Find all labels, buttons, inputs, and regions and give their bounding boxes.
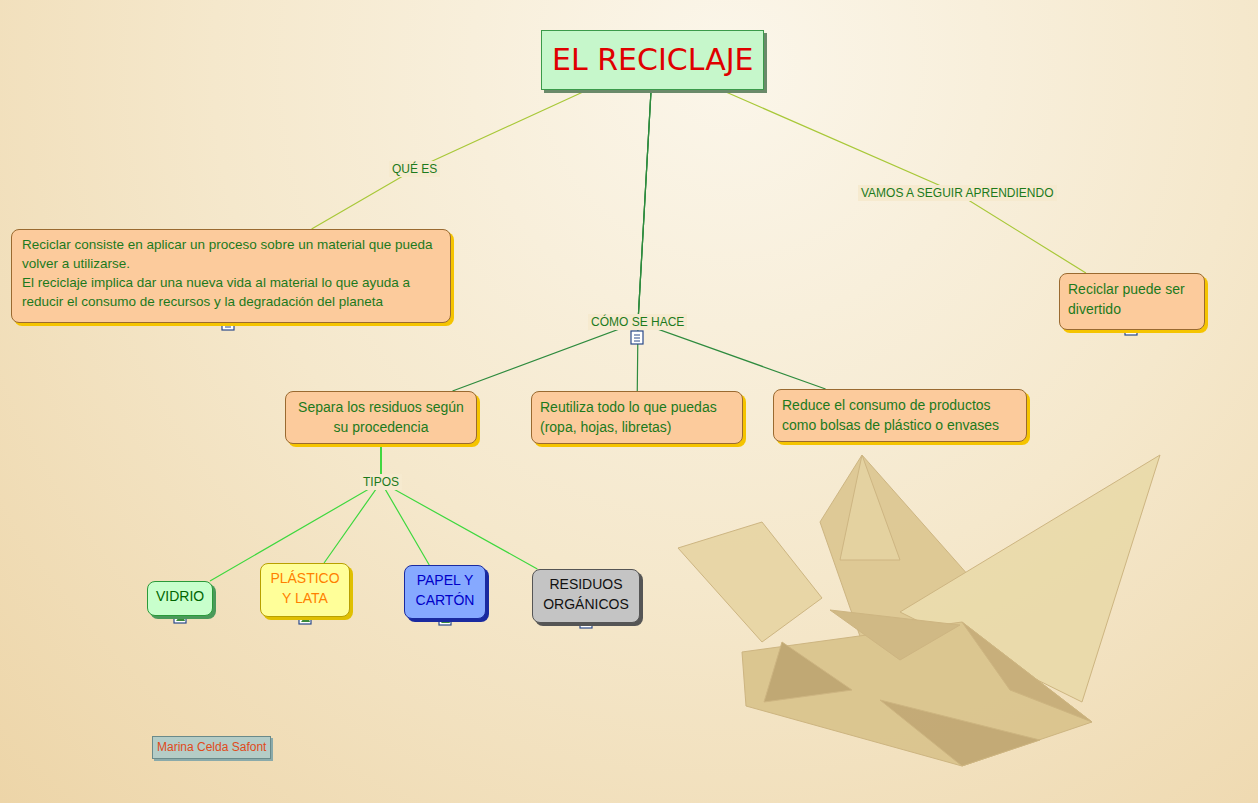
node-text: PLÁSTICO Y LATA — [267, 569, 343, 608]
connector — [210, 444, 381, 581]
node-text: Separa los residuos según su procedencia — [294, 398, 468, 437]
crane-neck — [678, 522, 822, 642]
connector — [452, 90, 651, 391]
type-box: PAPEL Y CARTÓN — [404, 565, 486, 619]
connector — [324, 444, 381, 563]
concept-box: Reciclar consiste en aplicar un proceso … — [11, 229, 451, 323]
concept-box: Reciclar puede ser divertido — [1059, 273, 1205, 330]
node-text: El reciclaje implica dar una nueva vida … — [22, 274, 440, 312]
node-text: EL RECICLAJE — [552, 39, 753, 81]
node-text: Reutiliza todo lo que puedas (ropa, hoja… — [540, 398, 734, 437]
type-box: PLÁSTICO Y LATA — [260, 563, 350, 617]
crane-fold — [830, 610, 960, 660]
crane-illustration — [678, 455, 1160, 766]
node-text: Reciclar consiste en aplicar un proceso … — [22, 236, 440, 274]
node-text: RESIDUOS ORGÁNICOS — [539, 575, 633, 614]
node-text: Reciclar puede ser divertido — [1068, 280, 1196, 319]
node-text: Marina Celda Safont — [157, 739, 266, 756]
title-box: EL RECICLAJE — [541, 30, 764, 90]
type-box: VIDRIO — [147, 581, 213, 616]
type-box: RESIDUOS ORGÁNICOS — [532, 569, 640, 623]
crane-fold — [840, 455, 900, 560]
crane-fold — [764, 642, 852, 702]
node-text: Reduce el consumo de productos como bols… — [782, 396, 1018, 435]
connector — [381, 444, 537, 569]
linking-phrase: QUÉ ES — [389, 161, 440, 177]
connector — [638, 90, 826, 389]
connector — [312, 90, 588, 229]
author-box: Marina Celda Safont — [152, 736, 271, 759]
linking-phrase: CÓMO SE HACE — [588, 314, 687, 330]
crane-fold — [880, 700, 1040, 766]
connector — [721, 90, 1086, 273]
crane-fold — [962, 622, 1092, 722]
node-text: PAPEL Y CARTÓN — [411, 571, 479, 610]
concept-box: Separa los residuos según su procedencia — [285, 391, 477, 444]
linking-phrase: TIPOS — [360, 474, 402, 490]
concept-box: Reduce el consumo de productos como bols… — [773, 389, 1027, 442]
node-text: VIDRIO — [156, 587, 204, 607]
linking-phrase: VAMOS A SEGUIR APRENDIENDO — [858, 185, 1057, 201]
document-icon — [631, 331, 643, 344]
concept-box: Reutiliza todo lo que puedas (ropa, hoja… — [531, 391, 743, 444]
